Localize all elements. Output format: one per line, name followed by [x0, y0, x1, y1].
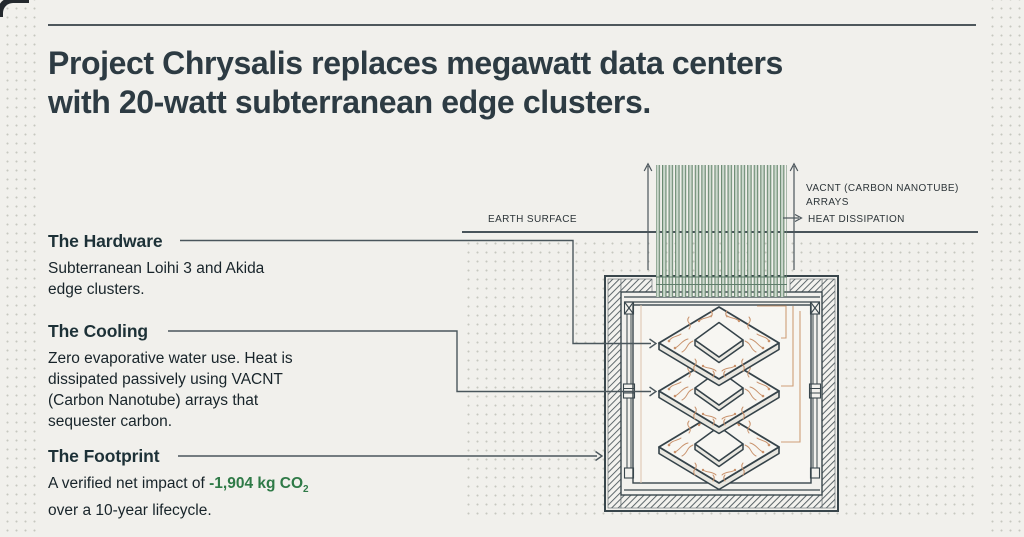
hardware-heading: The Hardware	[48, 231, 163, 251]
vacnt-label-line2: ARRAYS	[806, 197, 849, 208]
subsurface-ground-texture	[462, 236, 978, 521]
cooling-heading: The Cooling	[48, 321, 148, 341]
top-divider-rule	[48, 24, 976, 26]
hardware-body-line1: Subterranean Loihi 3 and Akida	[48, 260, 265, 277]
section-hardware: The Hardware Subterranean Loihi 3 and Ak…	[48, 231, 264, 300]
vacnt-label-line1: VACNT (CARBON NANOTUBE)	[806, 183, 959, 194]
earth-surface-label: EARTH SURFACE	[488, 214, 577, 225]
carbon-impact-value: -1,904 kg CO2	[209, 475, 309, 496]
cooling-body-line4: sequester carbon.	[48, 413, 173, 430]
left-margin-dot-texture	[0, 0, 40, 537]
page-title-line1: Project Chrysalis replaces megawatt data…	[48, 45, 783, 81]
frame-corner-mark	[0, 0, 29, 17]
co2-subscript: 2	[303, 484, 309, 496]
hardware-body-line2: edge clusters.	[48, 281, 145, 298]
cooling-body-line3: (Carbon Nanotube) arrays that	[48, 392, 259, 409]
heat-dissipation-arrow-icon	[783, 213, 803, 223]
footprint-heading: The Footprint	[48, 446, 160, 466]
section-footprint: The Footprint A verified net impact of -…	[48, 446, 309, 521]
section-cooling: The Cooling Zero evaporative water use. …	[48, 321, 293, 432]
right-margin-dot-texture	[986, 0, 1024, 537]
heat-dissipation-label: HEAT DISSIPATION	[808, 214, 905, 225]
footprint-prefix: A verified net impact of	[48, 475, 210, 492]
cooling-body-line2: dissipated passively using VACNT	[48, 371, 283, 388]
page-title: Project Chrysalis replaces megawatt data…	[48, 44, 948, 122]
cooling-body-line1: Zero evaporative water use. Heat is	[48, 350, 293, 367]
footprint-body-line1: A verified net impact of -1,904 kg CO2	[48, 473, 309, 500]
footprint-body-line2: over a 10-year lifecycle.	[48, 502, 212, 520]
page-title-line2: with 20-watt subterranean edge clusters.	[48, 84, 651, 120]
